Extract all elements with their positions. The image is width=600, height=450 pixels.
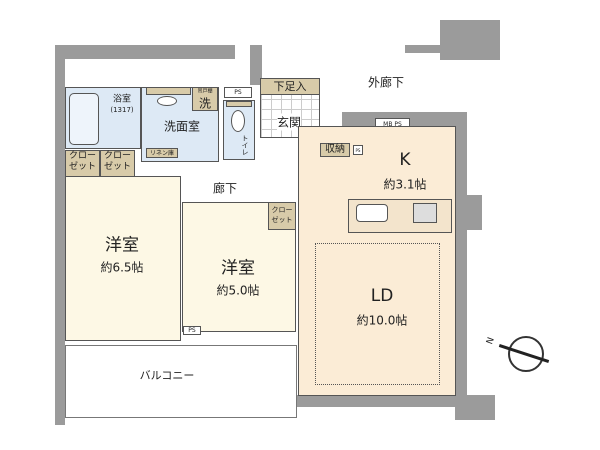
sink-icon bbox=[157, 96, 177, 106]
closet-1b[interactable]: クロー ゼット bbox=[100, 150, 135, 177]
stove-icon bbox=[413, 203, 437, 223]
washroom-label: 洗面室 bbox=[163, 119, 201, 134]
compass-icon bbox=[508, 336, 544, 372]
linen-storage: リネン庫 bbox=[146, 148, 178, 158]
kitchen-label: K bbox=[399, 150, 411, 170]
ld-label: LD bbox=[370, 286, 394, 306]
outer-corridor-label: 外廊下 bbox=[367, 75, 405, 90]
washer-label: 洗 bbox=[198, 96, 212, 111]
bath-size: (1317) bbox=[110, 106, 134, 114]
ps-toilet: PS bbox=[224, 87, 252, 98]
toilet-icon bbox=[231, 110, 245, 132]
kitchen-sink-icon bbox=[356, 204, 388, 222]
compass-north-label: N bbox=[485, 336, 497, 346]
balcony bbox=[65, 345, 297, 418]
wall-right-column bbox=[467, 195, 482, 230]
washer-space bbox=[192, 87, 218, 111]
bath-label: 浴室 bbox=[112, 94, 132, 105]
western-room-1-size: 約6.5帖 bbox=[100, 260, 144, 275]
wall-top-right-block bbox=[440, 20, 500, 60]
kitchen-storage[interactable]: 収納 bbox=[320, 143, 350, 157]
wall-top bbox=[55, 45, 235, 59]
ldk bbox=[298, 126, 456, 396]
wall-bottom-right bbox=[455, 395, 495, 420]
bathtub-icon bbox=[69, 93, 99, 145]
ld-area bbox=[315, 243, 440, 385]
western-room-2-size: 約5.0帖 bbox=[216, 283, 260, 298]
wall-top-right-ledge bbox=[405, 45, 450, 53]
wall-bottom bbox=[295, 395, 465, 407]
wall-entrance bbox=[250, 45, 262, 85]
kitchen-size: 約3.1帖 bbox=[383, 177, 427, 192]
vanity-counter bbox=[146, 87, 191, 95]
shoe-storage[interactable]: 下足入 bbox=[260, 78, 320, 95]
balcony-label: バルコニー bbox=[139, 369, 195, 382]
hallway-label: 廊下 bbox=[212, 181, 238, 196]
western-room-2-label: 洋室 bbox=[221, 258, 255, 279]
wall-bottom-left bbox=[55, 395, 65, 425]
ps-bedroom: PS bbox=[183, 326, 201, 335]
entrance-label: 玄関 bbox=[276, 113, 302, 131]
wall-left bbox=[55, 45, 65, 423]
closet-2[interactable]: クロー ゼット bbox=[268, 202, 296, 230]
western-room-1-label: 洋室 bbox=[105, 235, 139, 256]
ld-size: 約10.0帖 bbox=[356, 313, 408, 328]
hanging-cabinet-label: 吊戸棚 bbox=[197, 88, 213, 95]
ps-kitchen: PS bbox=[353, 145, 363, 155]
toilet-label: トイレ bbox=[241, 134, 249, 156]
closet-1a[interactable]: クロー ゼット bbox=[65, 150, 100, 177]
wall-right bbox=[455, 112, 467, 407]
toilet-cabinet bbox=[226, 101, 252, 107]
